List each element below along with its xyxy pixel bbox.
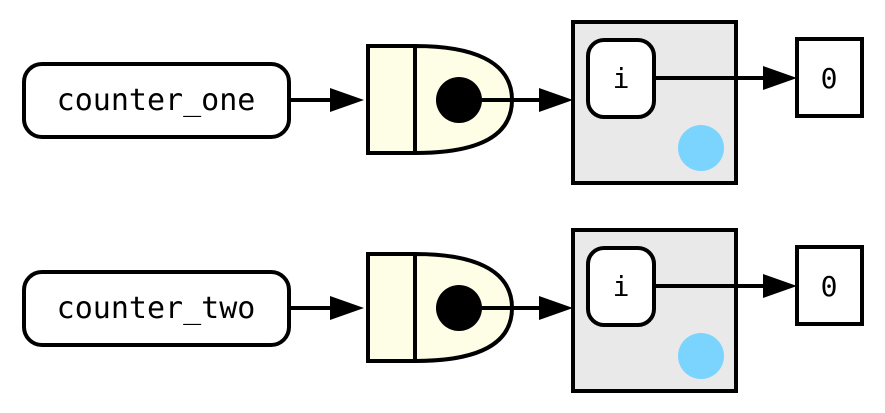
row-counter-one: counter_one i 0 [22,20,864,185]
value-label: 0 [821,270,838,303]
arrowhead-icon [763,274,797,298]
binding-label: i [613,62,630,95]
value-box [795,245,864,326]
arrowhead-icon [763,66,797,90]
environment-marker [678,125,724,171]
value-box [795,37,864,118]
name-label: counter_one [57,83,256,118]
binding-label: i [613,270,630,303]
arrowhead-icon [539,88,573,112]
row-counter-two: counter_two i 0 [22,228,864,393]
arrowhead-icon [539,296,573,320]
name-label: counter_two [57,291,256,326]
value-label: 0 [821,62,838,95]
arrowhead-icon [330,88,364,112]
arrowhead-icon [330,296,364,320]
environment-marker [678,333,724,379]
